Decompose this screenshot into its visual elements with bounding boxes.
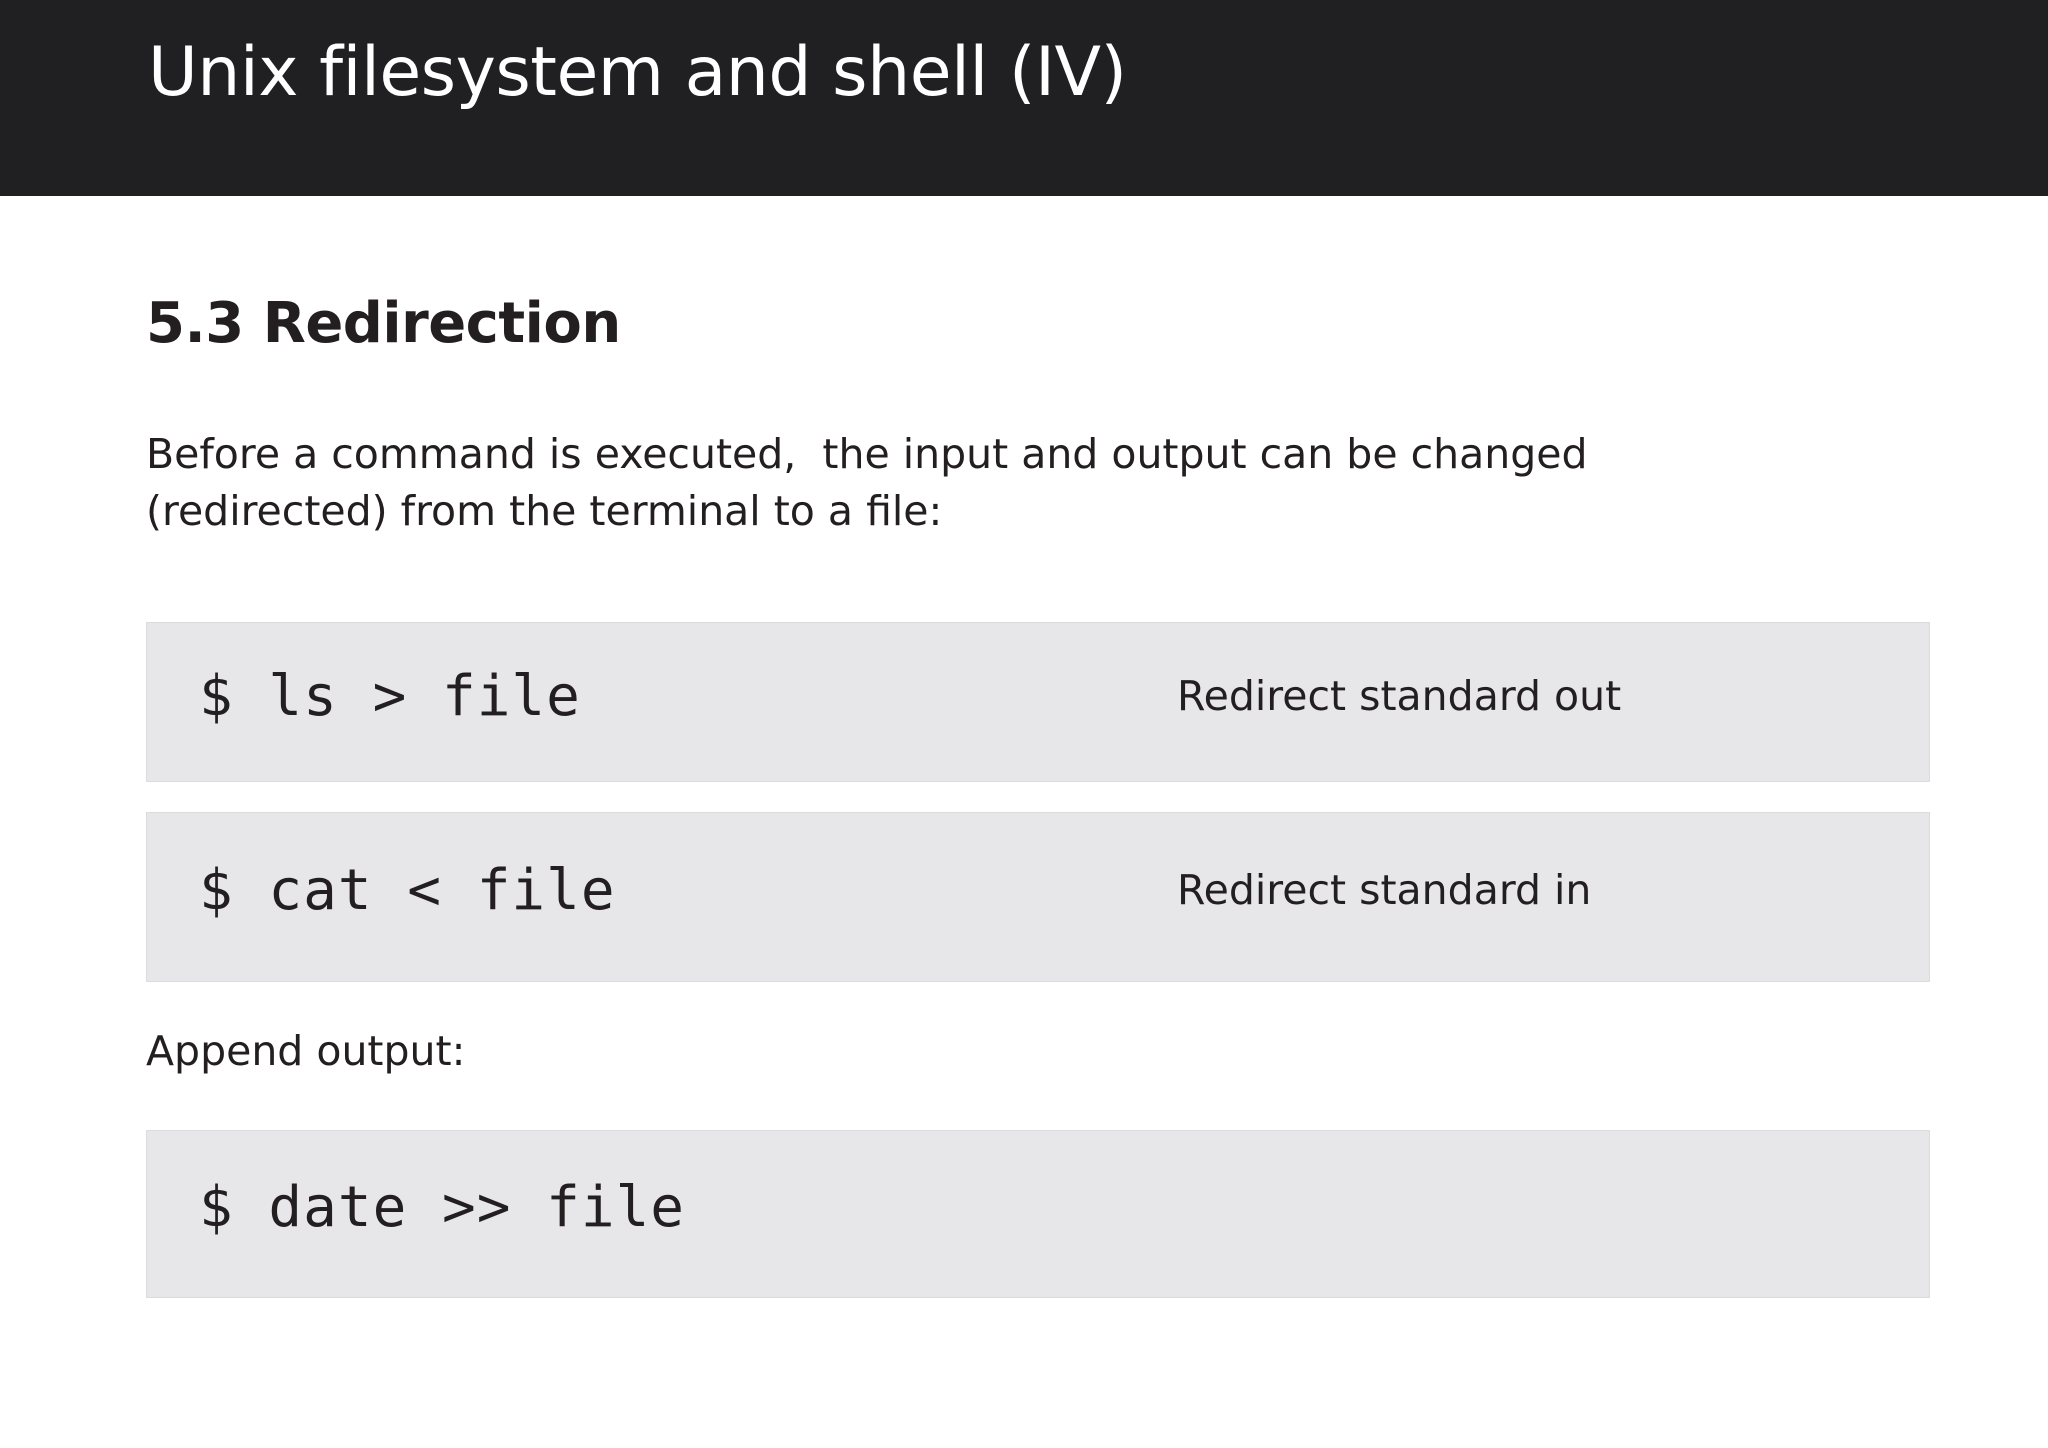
code-command: $ date >> file: [199, 1175, 686, 1240]
intro-paragraph: Before a command is executed, the input …: [146, 430, 1588, 535]
code-block-redirect-stdout: $ ls > file Redirect standard out: [146, 622, 1930, 782]
section-heading: 5.3 Redirection: [146, 291, 621, 356]
page-title: Unix filesystem and shell (IV): [148, 33, 1127, 112]
code-annotation: Redirect standard out: [1177, 672, 1622, 720]
header-bar: Unix filesystem and shell (IV): [0, 0, 2048, 196]
code-block-redirect-stdin: $ cat < file Redirect standard in: [146, 812, 1930, 982]
slide-body: 5.3 Redirection Before a command is exec…: [0, 196, 2048, 1448]
append-output-label: Append output:: [146, 1027, 466, 1075]
code-command: $ ls > file: [199, 664, 581, 729]
code-annotation: Redirect standard in: [1177, 866, 1592, 914]
code-block-append-output: $ date >> file: [146, 1130, 1930, 1298]
code-command: $ cat < file: [199, 858, 616, 923]
